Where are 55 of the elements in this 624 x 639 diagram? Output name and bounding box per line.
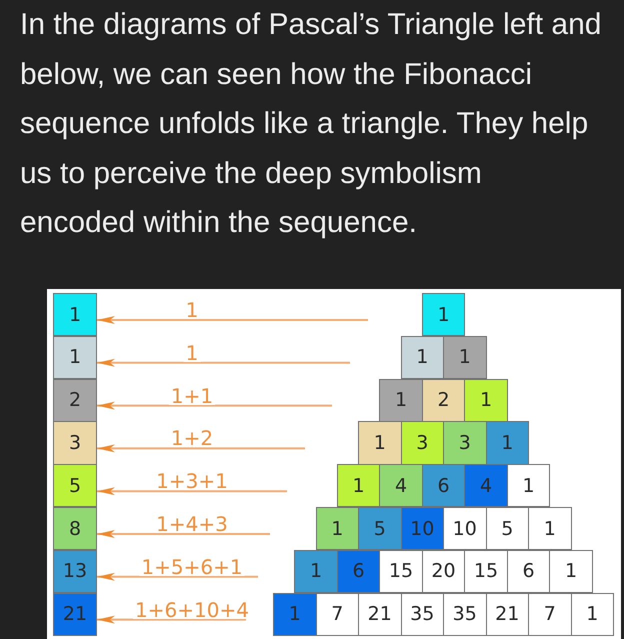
arrow <box>97 316 368 324</box>
fibonacci-cell: 1 <box>53 336 97 380</box>
arrow <box>97 530 270 538</box>
pascal-cell: 1 <box>379 378 423 422</box>
edge-label: 1+5+6+1 <box>139 558 245 576</box>
pascal-cell: 6 <box>422 464 466 508</box>
pascal-cell: 1 <box>486 421 529 465</box>
pascal-cell: 35 <box>400 592 444 636</box>
pascal-cell: 1 <box>528 507 572 550</box>
pascal-cell: 10 <box>400 507 444 550</box>
arrow <box>97 572 258 581</box>
pascal-cell: 1 <box>294 550 338 594</box>
pascal-cell: 1 <box>549 550 593 594</box>
pascal-cell: 1 <box>400 336 444 380</box>
fibonacci-cell: 3 <box>53 421 97 465</box>
pascal-cell: 3 <box>400 421 444 465</box>
pascal-cell: 1 <box>443 336 486 380</box>
pascal-cell: 6 <box>506 550 550 594</box>
pascal-cell: 1 <box>464 378 508 422</box>
pascal-cell: 7 <box>316 592 359 636</box>
pascal-cell: 1 <box>316 507 359 550</box>
arrow <box>97 402 332 410</box>
fibonacci-cell: 8 <box>53 507 97 550</box>
pascal-cell: 1 <box>358 421 402 465</box>
fibonacci-cell: 5 <box>53 464 97 508</box>
fibonacci-cell: 13 <box>53 550 97 594</box>
arrow <box>97 444 305 452</box>
edge-label: 1 <box>184 344 200 362</box>
pascal-cell: 2 <box>422 378 466 422</box>
pascal-cell: 5 <box>358 507 402 550</box>
pascal-cell: 4 <box>464 464 508 508</box>
pascal-cell: 1 <box>336 464 380 508</box>
pascal-cell: 4 <box>379 464 423 508</box>
arrow <box>97 487 287 496</box>
arrow <box>97 358 350 367</box>
fibonacci-cell: 21 <box>53 592 97 636</box>
pascal-cell: 1 <box>506 464 550 508</box>
pascal-cell: 10 <box>443 507 486 550</box>
pascal-cell: 1 <box>570 592 614 636</box>
pascal-cell: 6 <box>336 550 380 594</box>
pascal-cell: 5 <box>486 507 529 550</box>
fibonacci-cell: 1 <box>53 293 97 336</box>
pascal-cell: 1 <box>273 592 316 636</box>
fibonacci-cell: 2 <box>53 378 97 422</box>
paragraph-text: In the diagrams of Pascal’s Triangle left and below, we can seen how the Fibonacci sequence unfolds like a triangle. They help us to perceive the deep symbolism encoded within the sequence. <box>20 7 602 241</box>
pascal-cell: 35 <box>443 592 486 636</box>
pascal-cell: 7 <box>528 592 572 636</box>
pascal-cell: 20 <box>422 550 466 594</box>
pascal-cell: 3 <box>443 421 486 465</box>
pascal-cell: 21 <box>358 592 402 636</box>
pascal-cell: 15 <box>379 550 423 594</box>
pascal-cell: 15 <box>464 550 508 594</box>
pascal-cell: 21 <box>486 592 529 636</box>
pascal-cell: 1 <box>422 293 466 336</box>
arrow <box>97 616 246 624</box>
